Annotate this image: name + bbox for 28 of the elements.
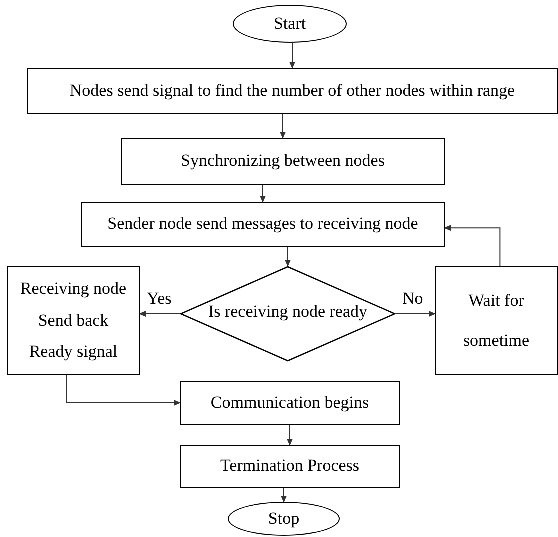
- arrow: [139, 311, 180, 317]
- node-text: Wait for sometime: [462, 290, 531, 352]
- arrow: [260, 184, 266, 203]
- node-text: Communication begins: [210, 392, 370, 414]
- decision-diamond: [180, 266, 396, 362]
- node-text: Start: [274, 12, 306, 35]
- node-text: Is receiving node ready: [207, 300, 369, 323]
- node-text: Synchronizing between nodes: [181, 150, 385, 172]
- arrow: [280, 114, 286, 139]
- arrow: [281, 488, 287, 503]
- process-box: [435, 266, 558, 375]
- process-box: [27, 68, 558, 114]
- process-box: [180, 445, 400, 488]
- arrow: [287, 424, 293, 446]
- arrow: [396, 311, 436, 317]
- process-box: [121, 138, 445, 185]
- arrow: [285, 246, 291, 267]
- process-box: [81, 202, 445, 247]
- node-text: Termination Process: [220, 455, 360, 478]
- arrow: [444, 225, 501, 266]
- node-text: Stop: [268, 508, 300, 530]
- arrow: [290, 42, 296, 69]
- process-box: [180, 381, 400, 425]
- node-text: Nodes send signal to find the number of other nodes within range: [70, 80, 516, 102]
- arrow: [66, 374, 181, 406]
- node-text: Receiving node Send back Ready signal: [19, 278, 128, 364]
- node-text: Sender node send messages to receiving node: [108, 213, 418, 236]
- process-box: [7, 266, 140, 375]
